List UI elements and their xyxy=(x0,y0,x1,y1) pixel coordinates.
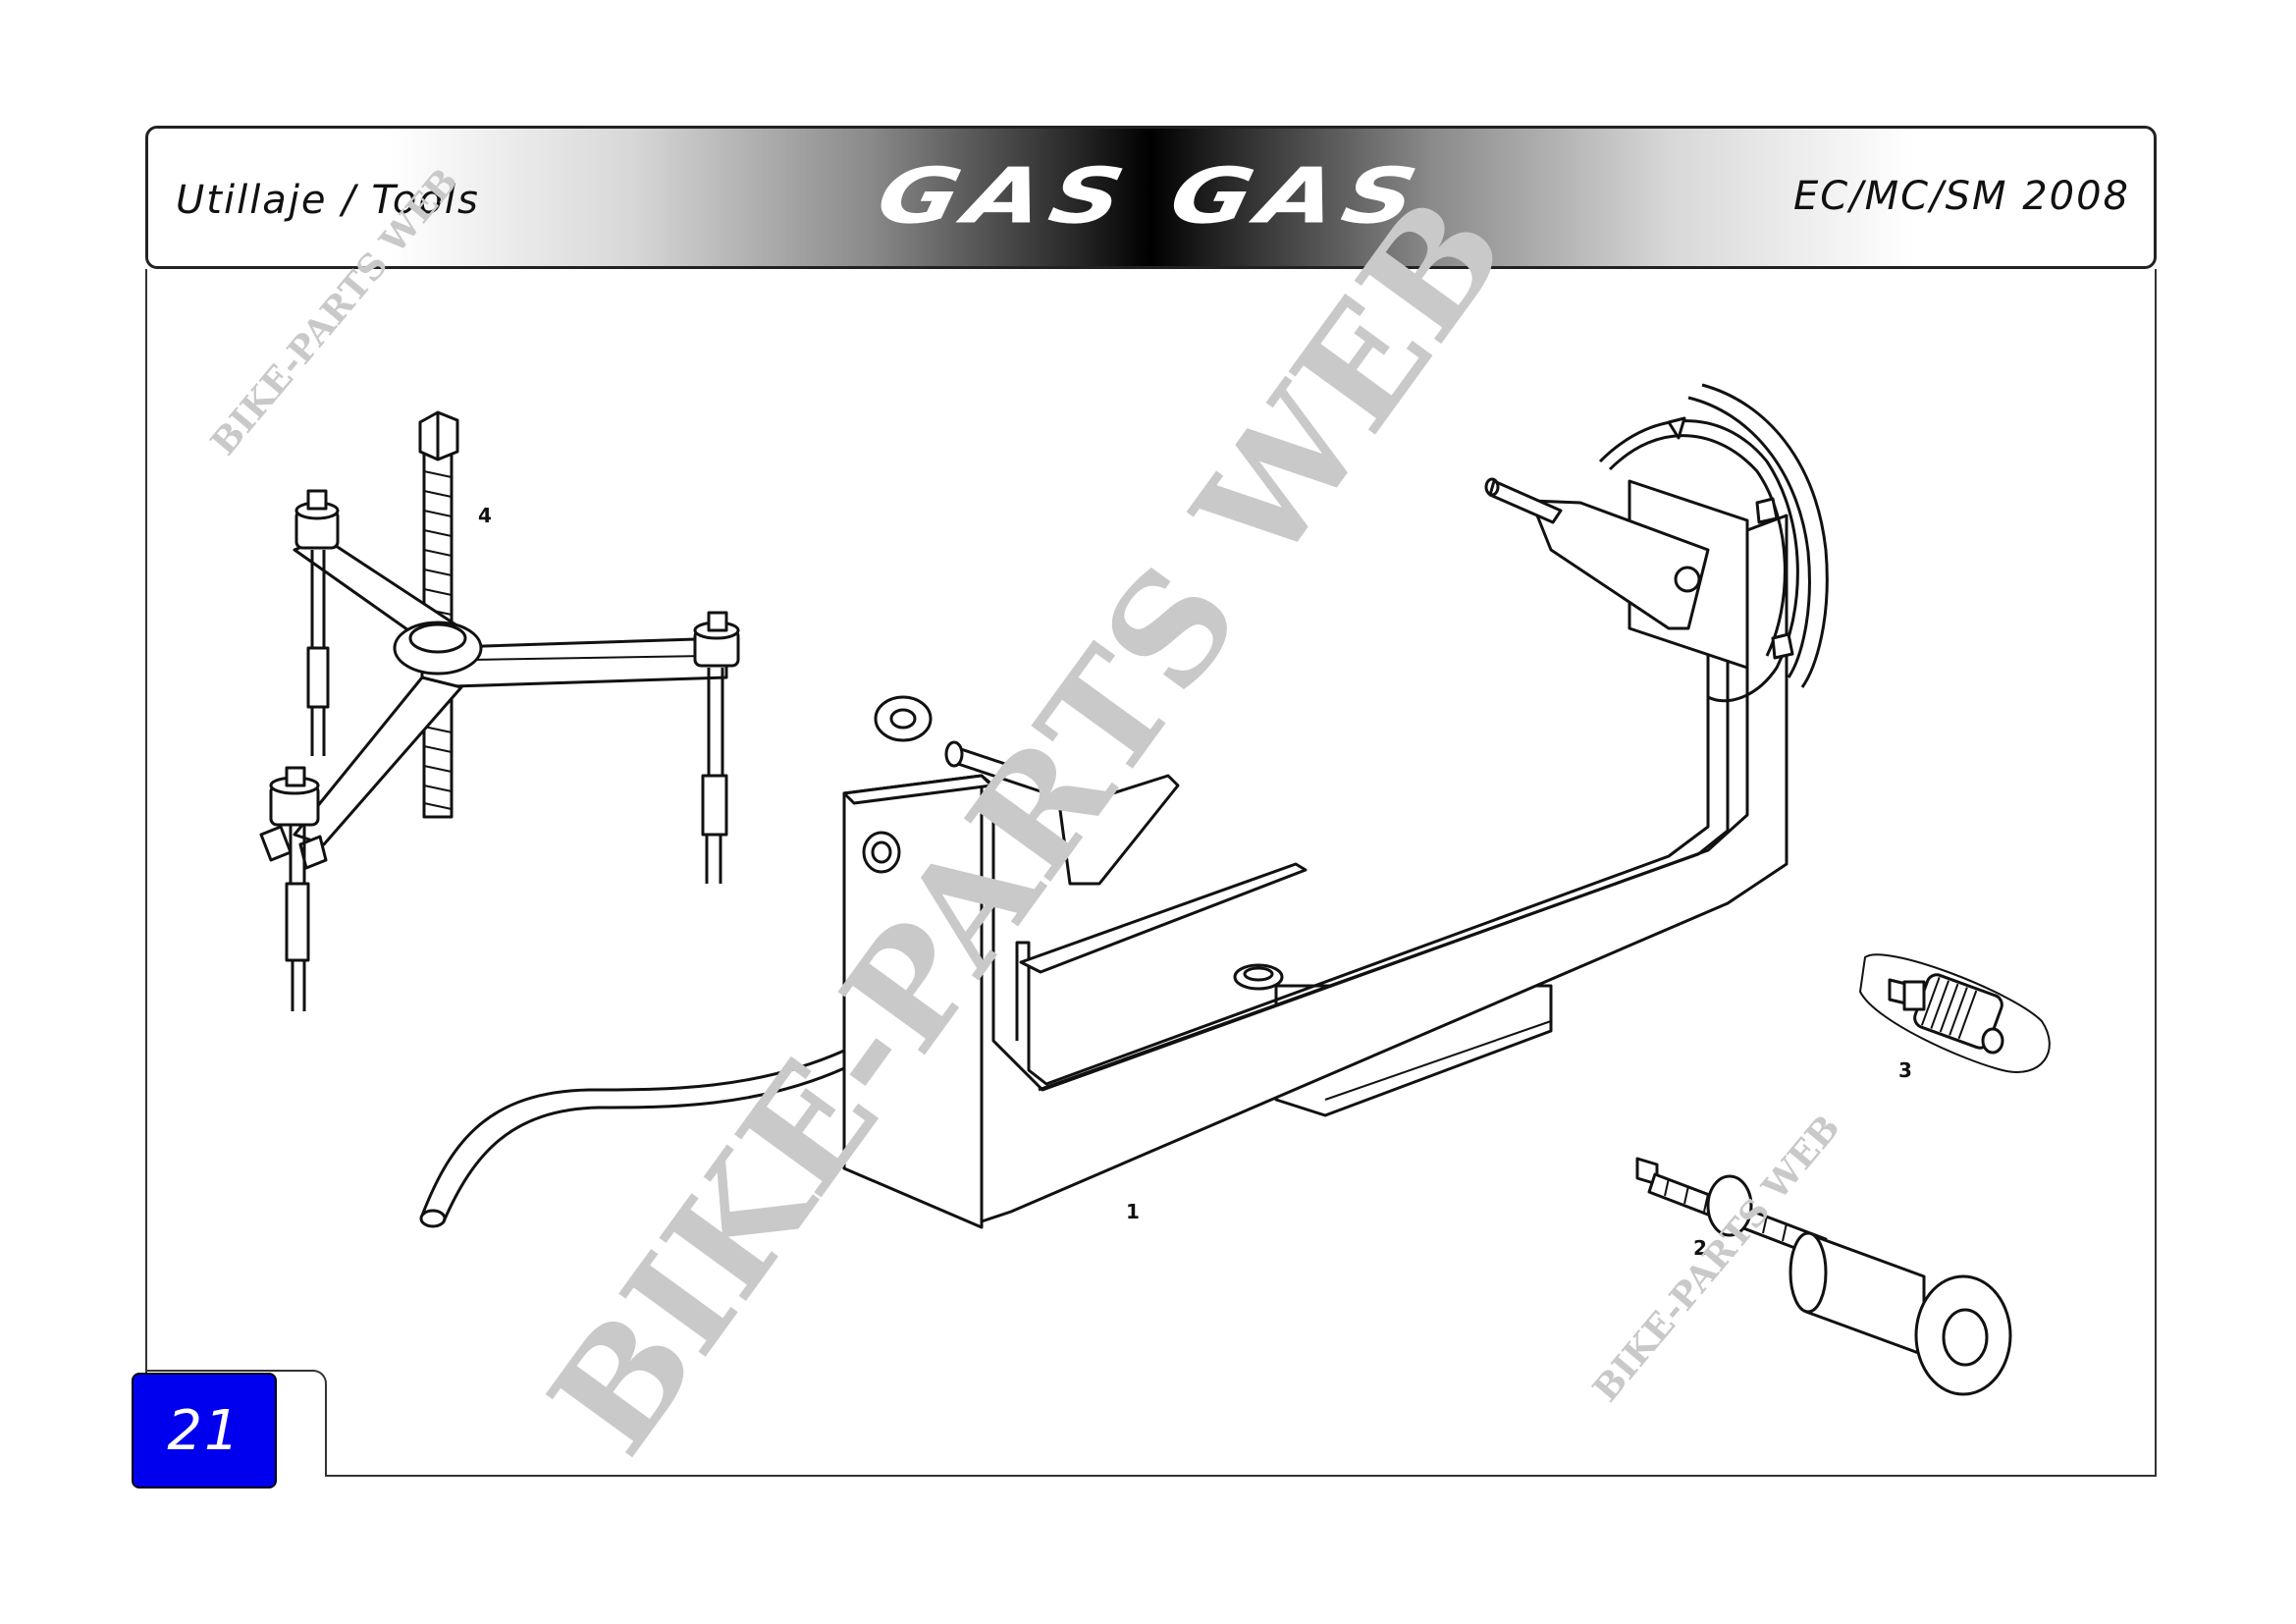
tool-2-bearing-puller xyxy=(1635,1157,2012,1396)
callout-1: 1 xyxy=(1126,1200,1140,1223)
page-header: Utillaje / Tools GAS GAS EC/MC/SM 2008 xyxy=(145,126,2157,269)
drawing-frame xyxy=(145,269,2157,1477)
page-tab-outline xyxy=(145,1370,327,1477)
frame-bottom-line xyxy=(325,1475,2157,1477)
callout-4: 4 xyxy=(478,504,492,527)
model-title: EC/MC/SM 2008 xyxy=(1792,174,2130,219)
watermark-large: BIKE-PARTS WEB xyxy=(517,168,1539,1484)
tool-4-puller xyxy=(259,410,740,1011)
tool-1-engine-stand xyxy=(419,383,1829,1229)
page-number-badge: 21 xyxy=(132,1373,277,1489)
callout-3: 3 xyxy=(1898,1058,1912,1082)
section-title: Utillaje / Tools xyxy=(176,178,480,223)
callout-2: 2 xyxy=(1693,1236,1707,1260)
tool-3-extractor xyxy=(1859,953,2051,1073)
